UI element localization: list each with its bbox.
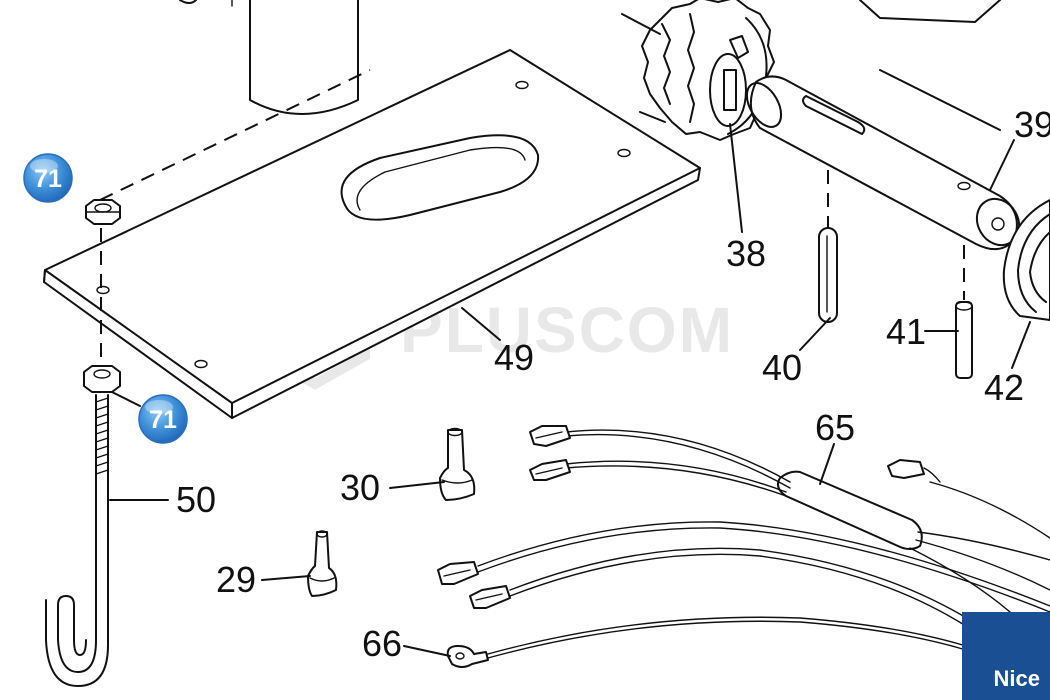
- pin-41: [955, 301, 973, 379]
- label-42: 42: [984, 367, 1024, 408]
- label-50: 50: [176, 479, 216, 520]
- pulley-42: [1002, 199, 1050, 321]
- label-29: 29: [216, 559, 256, 600]
- key-40: [818, 227, 838, 323]
- badge-71-bottom[interactable]: 71: [138, 394, 188, 444]
- cable-tip-30: [439, 427, 476, 501]
- label-40: 40: [762, 347, 802, 388]
- label-49: 49: [494, 337, 534, 378]
- label-41: 41: [886, 311, 926, 352]
- label-39: 39: [1014, 104, 1050, 145]
- shaft-39: [745, 0, 1021, 251]
- motor-cylinder: [179, 0, 359, 115]
- j-bolt-50: [45, 365, 121, 687]
- badge-71-bottom-text: 71: [149, 406, 177, 434]
- leader-lines: [109, 123, 1031, 657]
- wiring-harness-65: [437, 425, 1050, 668]
- base-plate-49: [43, 49, 701, 419]
- badge-71-top[interactable]: 71: [23, 153, 73, 203]
- ring-terminal-66: [446, 645, 489, 668]
- nut-71-top: [85, 199, 121, 225]
- gear-38: [621, 0, 775, 141]
- cable-tip-29: [307, 530, 338, 597]
- label-66: 66: [362, 623, 402, 664]
- label-30: 30: [340, 467, 380, 508]
- brand-logo-text: Nice: [993, 666, 1040, 691]
- label-65: 65: [815, 407, 855, 448]
- brand-logo: Nice: [962, 612, 1050, 700]
- label-38: 38: [726, 233, 766, 274]
- watermark-text: PLUSCOM: [400, 294, 734, 366]
- badge-71-top-text: 71: [34, 165, 62, 193]
